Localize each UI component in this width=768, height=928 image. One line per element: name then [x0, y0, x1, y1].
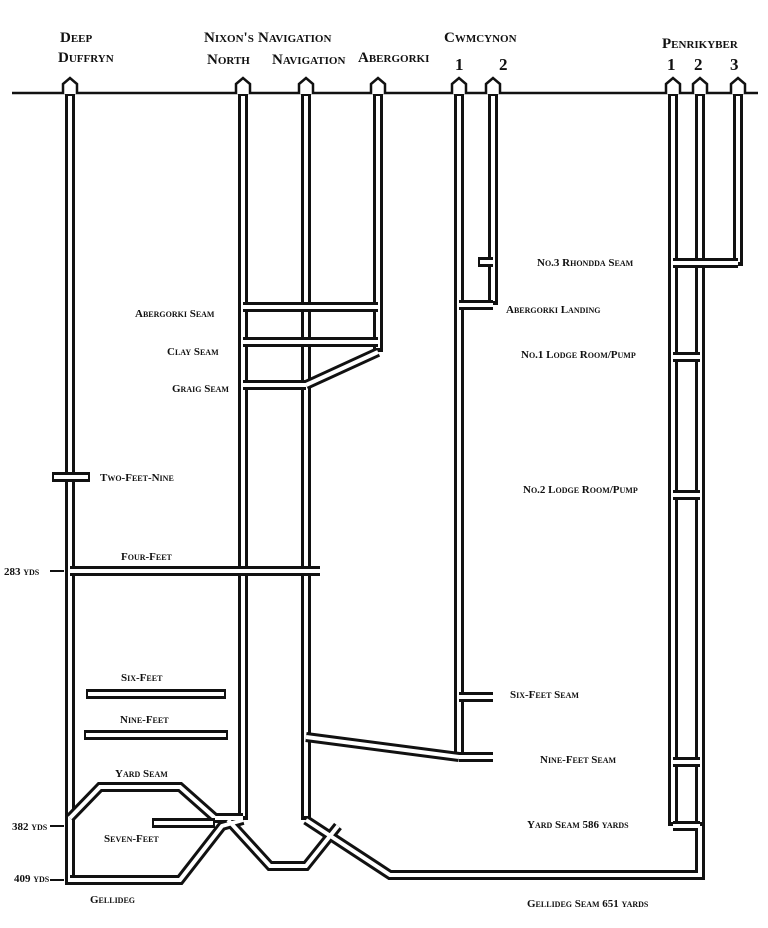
seam-label-graig: Graig Seam — [172, 383, 229, 395]
yard-seam-road — [66, 782, 219, 822]
depth-label-409: 409 yds — [14, 873, 50, 885]
pit-label-navigation-top: Navigation — [258, 30, 331, 46]
seam-label-no2-lodge: No.2 Lodge Room/Pump — [523, 484, 638, 496]
depth-label-283: 283 yds — [4, 566, 40, 578]
pit-label-penrikyber: Penrikyber — [662, 36, 739, 52]
gellideg-seam-road — [303, 815, 705, 880]
seam-label-six-feet-seam: Six-Feet Seam — [510, 689, 579, 701]
pit-label-navigation-lower: Navigation — [272, 52, 345, 68]
seam-label-no1-lodge: No.1 Lodge Room/Pump — [521, 349, 636, 361]
cwmcynon-shaft-1-number: 1 — [455, 55, 464, 74]
seam-label-four-feet: Four-Feet — [121, 551, 173, 563]
seam-label-clay: Clay Seam — [167, 346, 219, 358]
pit-label-cwmcynon: Cwmcynon — [444, 30, 517, 46]
pit-label-deep: Deep — [60, 30, 93, 46]
seam-label-two-feet-nine: Two-Feet-Nine — [100, 472, 174, 484]
seam-label-nine-feet: Nine-Feet — [120, 714, 169, 726]
seam-label-gellideg-651: Gellideg Seam 651 yards — [527, 898, 649, 910]
seam-label-nine-feet-seam: Nine-Feet Seam — [540, 754, 617, 766]
pit-label-nixons: Nixon's — [204, 30, 254, 46]
depth-ticks — [50, 570, 64, 881]
seam-label-gellideg: Gellideg — [90, 894, 135, 906]
pit-label-duffryn: Duffryn — [58, 50, 114, 66]
headframes — [61, 76, 747, 94]
gellideg-deep-road — [70, 815, 245, 885]
seam-label-six-feet: Six-Feet — [121, 672, 163, 684]
pit-label-north: North — [207, 52, 250, 68]
cwmcynon-shaft-2-number: 2 — [499, 55, 508, 74]
seam-label-abergorki-landing: Abergorki Landing — [506, 304, 600, 316]
penrikyber-shaft-1-number: 1 — [667, 55, 676, 74]
penrikyber-shaft-3-number: 3 — [730, 55, 739, 74]
seam-label-seven-feet: Seven-Feet — [104, 833, 159, 845]
seam-label-yard: Yard Seam — [115, 768, 168, 780]
seam-label-abergorki: Abergorki Seam — [135, 308, 215, 320]
depth-label-382: 382 yds — [12, 821, 48, 833]
pit-label-abergorki: Abergorki — [358, 50, 429, 66]
seam-label-yard-586: Yard Seam 586 yards — [527, 819, 629, 831]
seam-label-no3-rhondda: No.3 Rhondda Seam — [537, 257, 634, 269]
penrikyber-shaft-2-number: 2 — [694, 55, 703, 74]
